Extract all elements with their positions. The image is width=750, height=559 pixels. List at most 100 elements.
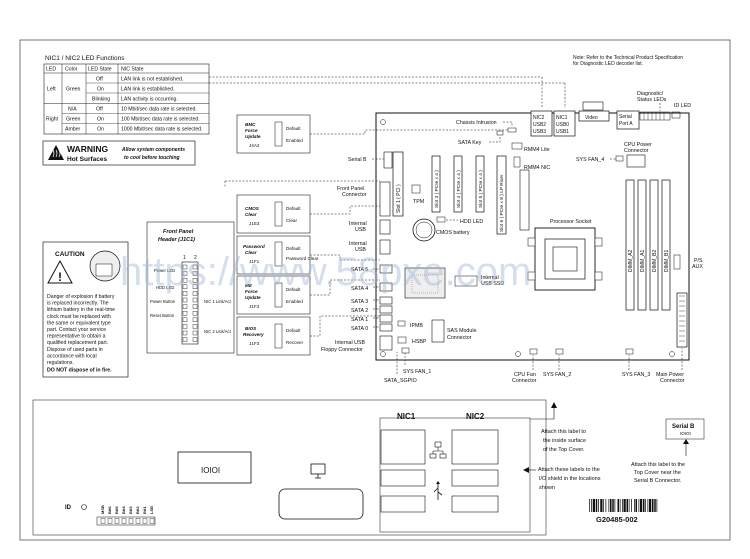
socket-label: Processor Socket (550, 219, 592, 225)
barcode-bar (635, 499, 637, 512)
cpu-fan-label: Connector (512, 378, 537, 384)
caution-line: part. Contact your service (47, 327, 106, 333)
fp-label: NIC 2 Link/Act (204, 329, 232, 334)
jumper-id: J1E3 (249, 221, 260, 226)
led-cell: On (97, 117, 104, 123)
cmos-battery-label: CMOS battery (436, 230, 470, 236)
caution-line: lithium battery in the real-time (47, 307, 115, 313)
sata2-label: SATA 2 (351, 308, 368, 314)
led-cell: Off (96, 107, 103, 113)
barcode-bar (656, 499, 658, 512)
barcode-bar (608, 499, 610, 512)
fp-label: Reset Button (150, 313, 175, 318)
serial-b-header (383, 151, 393, 169)
sys-fan4-label: SYS FAN_4 (576, 157, 604, 163)
pin-label: 2 (194, 255, 197, 261)
io-nic1-label: NIC1 (397, 412, 416, 421)
header-pin (192, 304, 198, 309)
svg-text:Force: Force (245, 128, 258, 133)
id-led-label: ID LED (674, 103, 691, 109)
pin-label: 1 (183, 255, 186, 261)
caution-line: accordance with local (47, 353, 97, 359)
led-cell: Green (66, 87, 81, 93)
attach-text: I/O shield in the locations (539, 476, 601, 482)
video-connector (578, 110, 610, 122)
caution-line: representative to obtain a (47, 334, 106, 340)
dimm-label: DIMM_B2 (652, 250, 658, 272)
led-cell: Left (47, 87, 56, 93)
io-led-label: Bit3 (128, 506, 133, 514)
led-cell: Right (46, 117, 59, 123)
jumper-id: J1F3 (249, 304, 260, 309)
serial-b-tag: Serial B (672, 424, 695, 430)
jumper-option: Password Clear (286, 256, 319, 261)
caution-label: CAUTION ! Danger of explosion if battery… (42, 241, 129, 378)
attach-text: Serial B Connector. (634, 478, 682, 484)
barcode-bar (647, 499, 649, 512)
io-led (142, 518, 148, 524)
tpm-label: TPM (413, 199, 424, 205)
main-power-label: Connector (660, 378, 685, 384)
rear-io-label: Port A (619, 121, 633, 127)
caution-title: CAUTION (55, 251, 85, 258)
sata1-label: SATA 1 (351, 317, 368, 323)
header-pin (192, 337, 198, 342)
barcode-bar (634, 499, 635, 512)
header-pin (182, 324, 188, 329)
internal-usb-label: USB (355, 227, 366, 233)
note-text: Note: Refer to the Technical Product Spe… (573, 55, 683, 61)
sas-module-connector (431, 319, 445, 343)
barcode-bar (649, 499, 652, 512)
io-led-label: LSB (149, 506, 154, 514)
header-pin (192, 271, 198, 276)
usb-icon (433, 481, 443, 500)
caution-line: qualified replacement part. (47, 340, 108, 346)
svg-text:ME: ME (245, 283, 253, 288)
caution-icon (47, 259, 73, 284)
note-text: for Diagnostic LED decoder list. (573, 61, 643, 67)
barcode-bar (605, 499, 607, 512)
part-number: G20485-002 (596, 515, 638, 524)
attach-text: Top Cover near the (634, 470, 681, 476)
serial-b-tag-sym: IOIOI (680, 431, 691, 436)
led-cell: LAN link is not established. (121, 77, 183, 83)
rear-io-label: USB1 (556, 129, 569, 135)
dimm-b1 (661, 179, 671, 311)
barcode-bar (603, 499, 604, 512)
jumper-option: Clear (286, 218, 297, 223)
barcode-bar (589, 499, 590, 512)
header-pin (182, 304, 188, 309)
jumper-option: Default (286, 206, 301, 211)
dimm-label: DIMM_A1 (640, 250, 646, 272)
caution-line: is replaced incorrectly. The (47, 301, 109, 307)
header-pin (192, 311, 198, 316)
warning-subtitle: Hot Surfaces (67, 156, 107, 163)
sata0-label: SATA 0 (351, 326, 368, 332)
dimm-slots: DIMM_A2 DIMM_A1 DIMM_B2 DIMM_B1 (625, 179, 671, 311)
svg-text:BIOS: BIOS (245, 326, 257, 331)
attach-text: Attach these labels to the (538, 467, 600, 473)
jumper-id: J1F1 (249, 259, 260, 264)
io-led-label: MSB (100, 505, 105, 514)
led-cell: On (97, 87, 104, 93)
front-panel-header-diagram: Front Panel Header (J1C1) 1 2 Power LED … (146, 221, 235, 354)
barcode-bar (654, 499, 656, 512)
led-cell: 10 Mbit/sec data rate is selected. (121, 107, 197, 113)
diag-label: Status LEDs (637, 97, 667, 103)
header-pin (192, 264, 198, 270)
jumper-option: Enabled (286, 299, 303, 304)
barcode-bar (614, 499, 616, 512)
rmm4-lite-label: RMM4 Lite (524, 147, 550, 153)
sys-fan3-label: SYS FAN_3 (622, 372, 650, 378)
slot-label: Slot 5 ( PCIe x 4 ) (478, 170, 484, 208)
io-led (121, 518, 127, 524)
caution-line: clock must be replaced with (47, 314, 111, 320)
front-panel-conn-label: Connector (342, 192, 367, 198)
caution-line: Danger of explosion if battery (47, 294, 115, 300)
rmm4-nic-label: RMM4 NIC (524, 165, 550, 171)
front-panel-conn-label: Front Panel (337, 186, 364, 192)
jumper-blocks: BMC Force Update J4A2 Default Enabled CM… (236, 114, 319, 356)
barcode-bar (643, 499, 645, 512)
rear-io-label: USB2 (533, 122, 546, 128)
io-id-label: ID (65, 505, 72, 511)
